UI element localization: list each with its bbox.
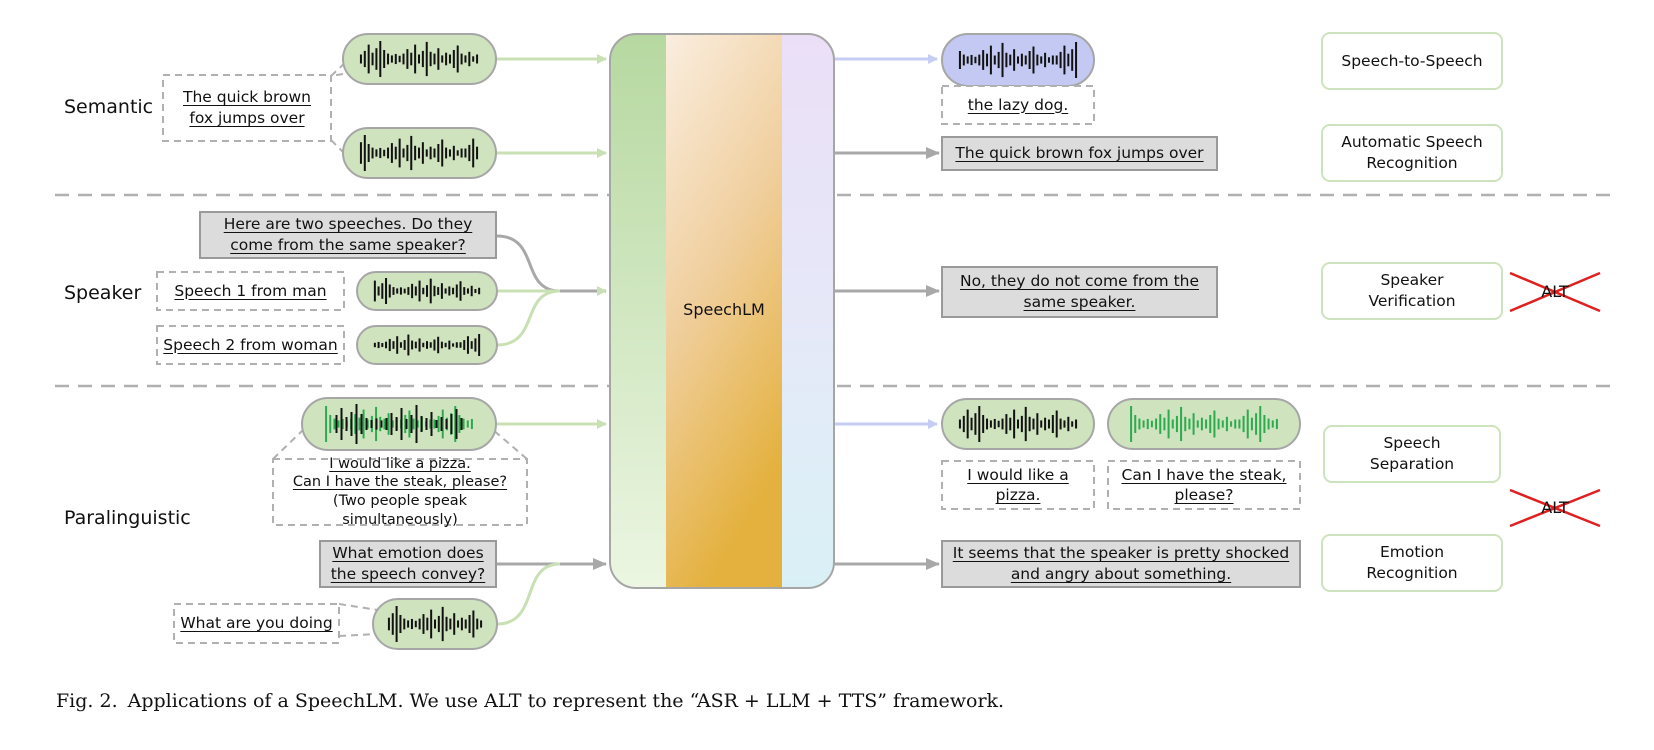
section-label-speaker: Speaker	[64, 282, 142, 305]
waveform-s2s-output	[958, 42, 1078, 78]
task-er-line-2: Recognition	[1366, 564, 1458, 582]
task-box-er	[1321, 534, 1503, 592]
task-sep-line-2: Separation	[1369, 455, 1455, 473]
waveforms	[325, 41, 1278, 642]
task-sv-line-2: Verification	[1368, 292, 1456, 310]
sv-output-line-1: No, they do not come from the	[959, 272, 1200, 291]
box-para-text	[272, 458, 528, 526]
task-sep-line-1: Speech	[1383, 434, 1441, 453]
waveform-sep-1	[958, 406, 1078, 442]
emotion-prompt-text: What emotion does the speech convey?	[320, 541, 496, 587]
sep2-output-line-1: Can I have the steak,	[1121, 465, 1287, 484]
input-arrows	[496, 54, 607, 626]
caption-text: Applications of a SpeechLM. We use ALT t…	[127, 690, 1005, 712]
sep1-output-text: I would like a pizza.	[942, 461, 1094, 509]
s2s-output-label: the lazy dog.	[967, 95, 1069, 114]
sep2-output-text: Can I have the steak, please?	[1108, 461, 1300, 509]
box-asr-output	[941, 136, 1218, 171]
sep2-output-line-2: please?	[1174, 486, 1234, 504]
box-speaker-prompt	[199, 211, 497, 259]
doing-label: What are you doing	[180, 614, 333, 633]
task-er-line-1: Emotion	[1379, 543, 1445, 562]
task-asr-line-2: Recognition	[1366, 154, 1458, 172]
waveform-speech-1	[373, 278, 481, 304]
alt-cross-sv	[1509, 271, 1601, 313]
asr-output-text: The quick brown fox jumps over	[942, 137, 1217, 170]
semantic-input-line-2: fox jumps over	[189, 109, 305, 127]
doing-text: What are you doing	[174, 604, 339, 643]
asr-output-label: The quick brown fox jumps over	[955, 144, 1204, 163]
speechlm-block	[609, 33, 835, 589]
box-sep1-text	[941, 460, 1095, 510]
emotion-prompt-line-2: the speech convey?	[330, 565, 486, 583]
waveform-semantic-2	[359, 135, 479, 171]
alt-label-sep: ALT	[1541, 498, 1569, 518]
para-input-line-1: I would like a pizza.	[329, 455, 471, 472]
semantic-input-line-1: The quick brown	[182, 88, 311, 107]
box-speech2	[156, 325, 345, 365]
para-input-line-3: (Two people speak simultaneously)	[332, 493, 468, 528]
box-emotion-prompt	[319, 540, 497, 588]
para-input-text: I would like a pizza. Can I have the ste…	[273, 456, 527, 528]
waveform-pill-sep-2	[1107, 398, 1301, 450]
task-sv-line-1: Speaker	[1380, 271, 1444, 290]
section-label-paralinguistic: Paralinguistic	[64, 507, 191, 530]
task-box-s2s	[1321, 32, 1503, 90]
sep1-output-line-2: pizza.	[995, 486, 1041, 504]
speaker-prompt-line-1: Here are two speeches. Do they	[223, 215, 473, 234]
task-label-sv: Speaker Verification	[1322, 263, 1502, 319]
figure-caption: Fig. 2. Applications of a SpeechLM. We us…	[56, 690, 1004, 712]
speaker-prompt-line-2: come from the same speaker?	[230, 236, 466, 254]
speech2-text: Speech 2 from woman	[157, 326, 344, 364]
s2s-output-text: the lazy dog.	[942, 86, 1094, 124]
box-doing-text	[173, 603, 340, 644]
speechlm-label: SpeechLM	[683, 300, 765, 320]
task-label-asr: Automatic Speech Recognition	[1322, 125, 1502, 181]
task-box-sep	[1323, 425, 1501, 483]
semantic-input-text: The quick brown fox jumps over	[163, 75, 331, 141]
task-label-er: Emotion Recognition	[1322, 535, 1502, 591]
er-output-line-1: It seems that the speaker is pretty shoc…	[952, 544, 1290, 563]
section-label-semantic: Semantic	[64, 96, 154, 119]
waveform-emotion	[387, 606, 483, 642]
speech1-label: Speech 1 from man	[174, 281, 327, 300]
waveform-pill-overlapped	[301, 397, 497, 451]
emotion-prompt-line-1: What emotion does	[332, 544, 484, 563]
box-semantic-text	[162, 74, 332, 142]
alt-label-sv: ALT	[1541, 282, 1569, 302]
waveform-sep-2	[1130, 406, 1278, 442]
para-input-line-2: Can I have the steak, please?	[292, 474, 508, 491]
waveform-overlap-dark	[335, 404, 463, 444]
task-asr-line-1: Automatic Speech	[1341, 133, 1483, 152]
task-label-s2s: Speech-to-Speech	[1341, 51, 1483, 70]
speech1-text: Speech 1 from man	[157, 272, 344, 310]
task-label-sep: Speech Separation	[1324, 426, 1500, 482]
box-sv-output	[941, 266, 1218, 318]
er-output-line-2: and angry about something.	[1010, 565, 1232, 583]
waveform-semantic-1	[359, 41, 479, 77]
speech2-label: Speech 2 from woman	[163, 335, 338, 354]
caption-fig-number: Fig. 2.	[56, 690, 118, 712]
box-sep2-text	[1107, 460, 1301, 510]
sv-output-text: No, they do not come from the same speak…	[942, 267, 1217, 317]
er-output-text: It seems that the speaker is pretty shoc…	[942, 541, 1300, 587]
task-box-asr	[1321, 124, 1503, 182]
box-s2s-text	[941, 85, 1095, 125]
task-box-sv	[1321, 262, 1503, 320]
sep1-output-line-1: I would like a	[967, 465, 1069, 484]
box-speech1	[156, 271, 345, 311]
speaker-prompt-text: Here are two speeches. Do they come from…	[200, 212, 496, 258]
box-er-output	[941, 540, 1301, 588]
waveform-speech-2	[373, 334, 481, 356]
output-arrows	[834, 54, 940, 570]
alt-cross-sep	[1509, 488, 1601, 528]
sv-output-line-2: same speaker.	[1023, 293, 1136, 311]
